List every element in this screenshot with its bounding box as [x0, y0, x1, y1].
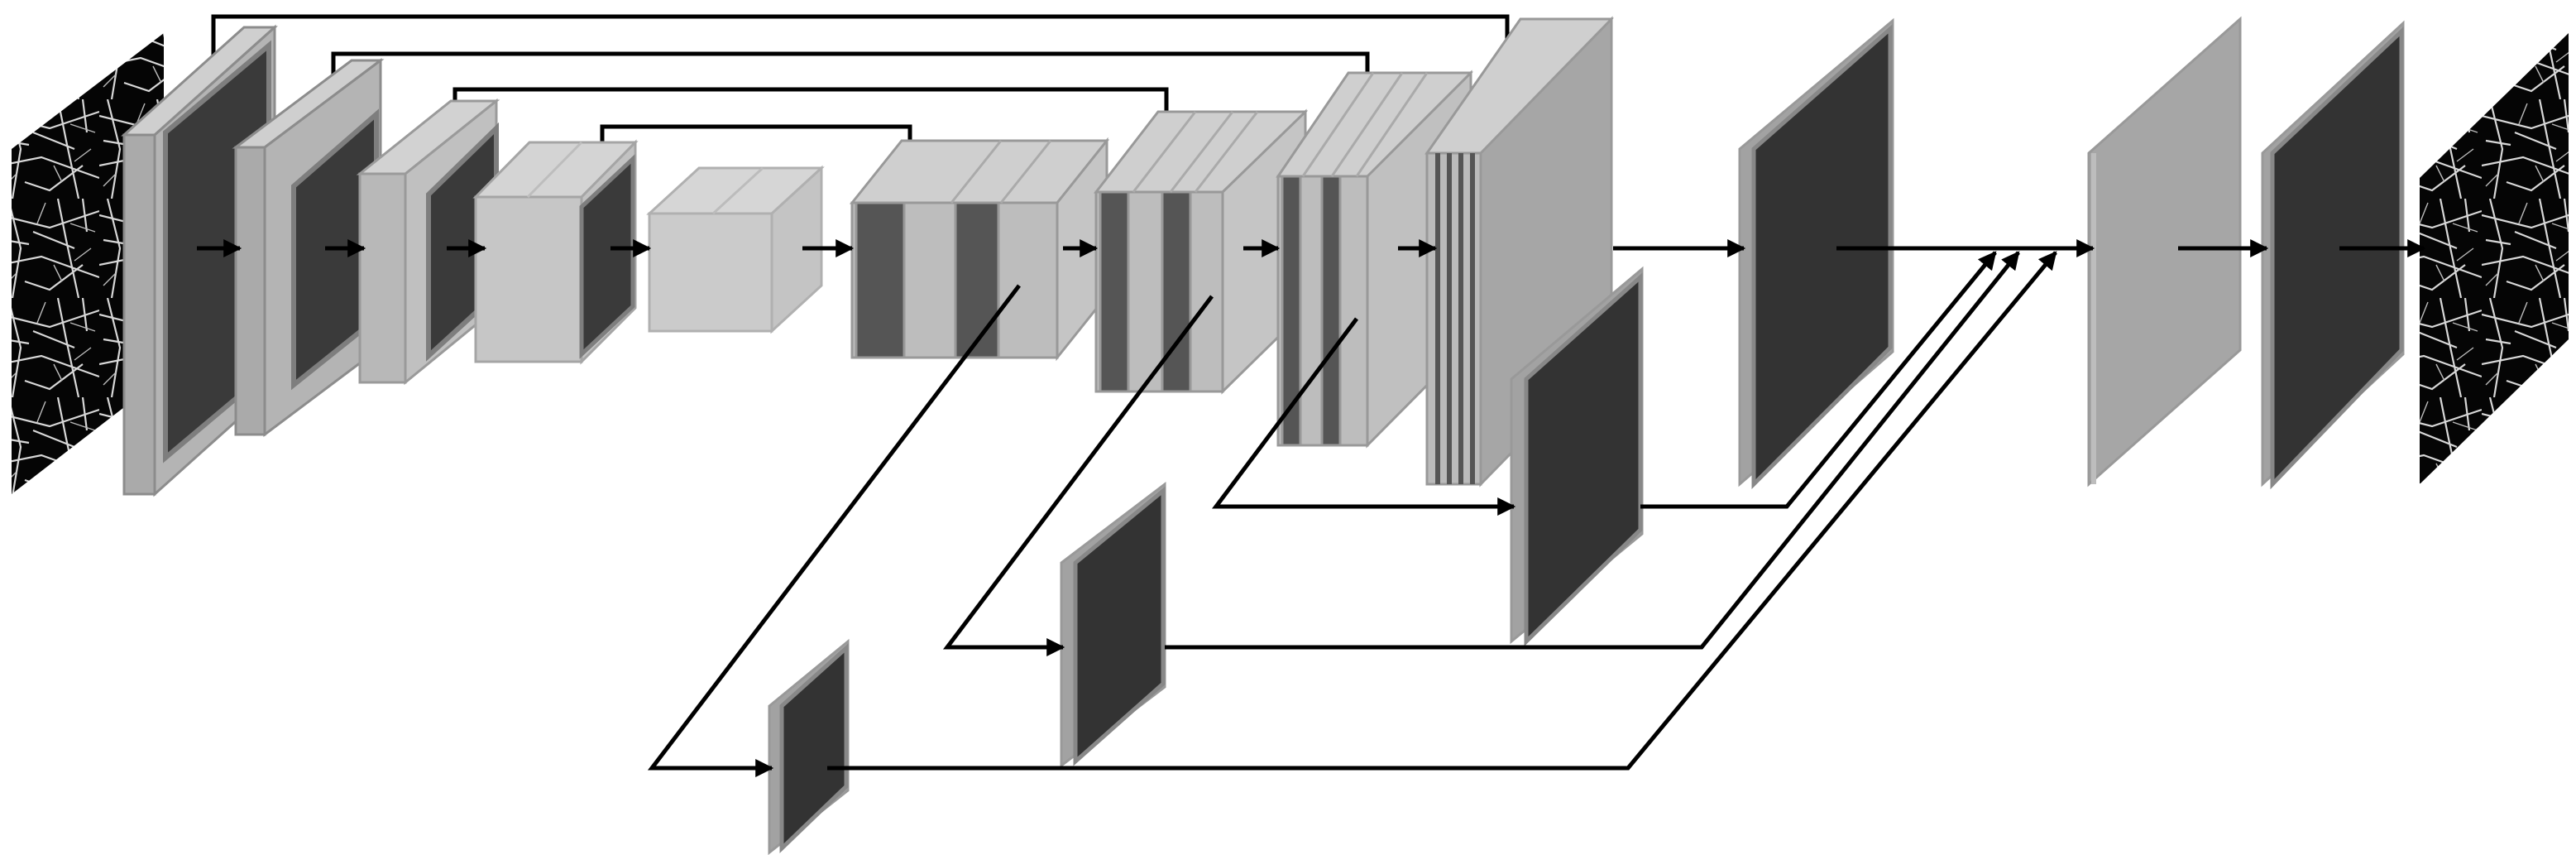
output-image [2420, 33, 2569, 484]
link-side2-fusion [1640, 251, 1997, 509]
side-branches [647, 284, 1516, 778]
side-output-block-1 [1738, 17, 1894, 490]
fusion-inputs [827, 251, 2057, 771]
decoder-block-3 [1276, 70, 1473, 449]
side-output-block-2 [1510, 266, 1644, 646]
side-output-block-3 [1060, 481, 1166, 769]
branch-dec2-side3 [942, 295, 1214, 657]
bottleneck-block [646, 165, 825, 334]
encoder-block-4 [472, 139, 639, 365]
skip-connection-3 [452, 87, 1176, 145]
link-side3-fusion [1165, 251, 2020, 650]
branch-dec1-side4 [647, 284, 1021, 778]
decoder-block-1 [849, 137, 1110, 362]
side-output-block-4 [768, 638, 850, 855]
fusion-block-1 [2087, 16, 2242, 488]
fusion-block-2 [2261, 20, 2405, 490]
link-side4-fusion [827, 251, 2057, 771]
branch-dec3-side2 [1212, 317, 1516, 516]
encoder-block-3 [356, 98, 500, 386]
decoder-block-2 [1093, 108, 1309, 395]
